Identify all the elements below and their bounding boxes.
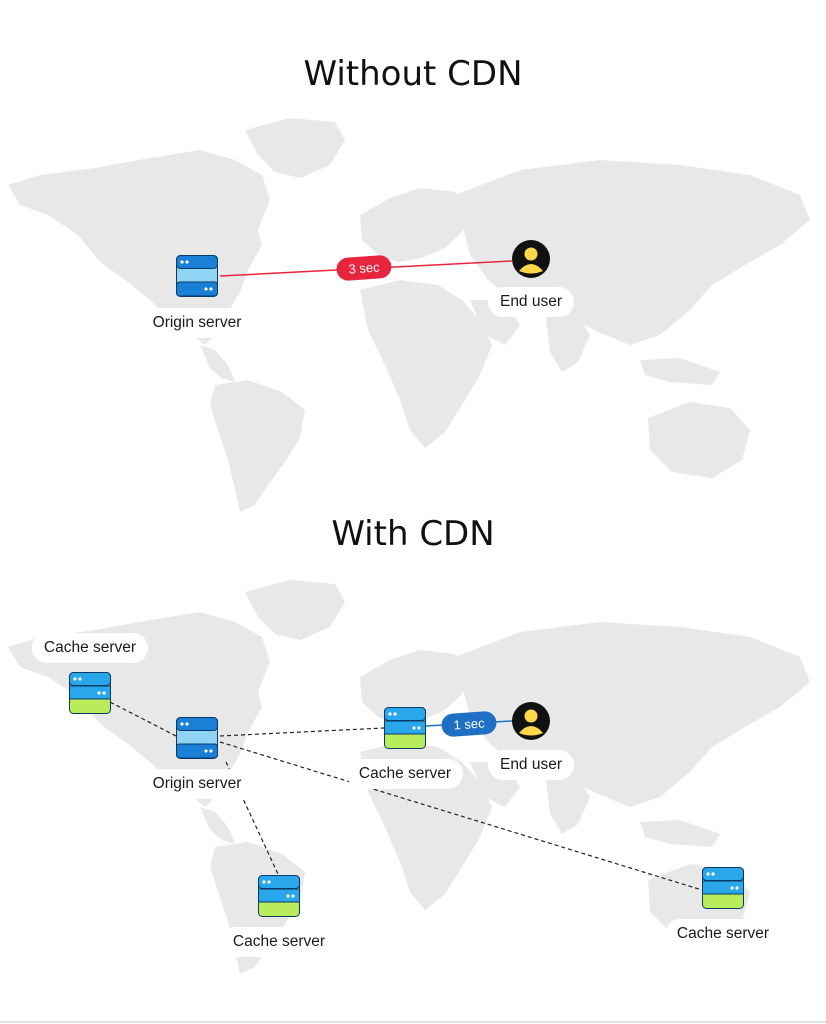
cache-server-icon-europe xyxy=(384,707,426,749)
bottom-divider xyxy=(0,1021,826,1023)
cache-server-icon-northwest xyxy=(69,672,111,714)
end-user-icon xyxy=(512,240,550,278)
cache-server-icon-australia xyxy=(702,867,744,909)
latency-badge-1sec: 1 sec xyxy=(440,710,498,738)
origin-server-label: Origin server xyxy=(140,308,254,338)
link-origin-cache-australia xyxy=(219,741,703,891)
cache-server-label-australia: Cache server xyxy=(664,919,782,949)
origin-server-icon-cdn xyxy=(176,717,218,759)
cache-server-label-europe: Cache server xyxy=(346,759,464,789)
link-origin-cache-europe xyxy=(219,727,385,737)
link-origin-cache-nw xyxy=(109,701,177,737)
cache-server-label-northwest: Cache server xyxy=(31,633,149,663)
origin-server-label-cdn: Origin server xyxy=(140,769,254,799)
cache-server-icon-south-america xyxy=(258,875,300,917)
end-user-label-cdn: End user xyxy=(487,750,575,780)
title-with-cdn: With CDN xyxy=(331,514,495,554)
title-without-cdn: Without CDN xyxy=(303,54,523,94)
end-user-icon-cdn xyxy=(512,702,550,740)
latency-badge-3sec: 3 sec xyxy=(335,254,393,282)
end-user-label: End user xyxy=(487,287,575,317)
cache-server-label-south-america: Cache server xyxy=(220,927,338,957)
origin-server-icon xyxy=(176,255,218,297)
